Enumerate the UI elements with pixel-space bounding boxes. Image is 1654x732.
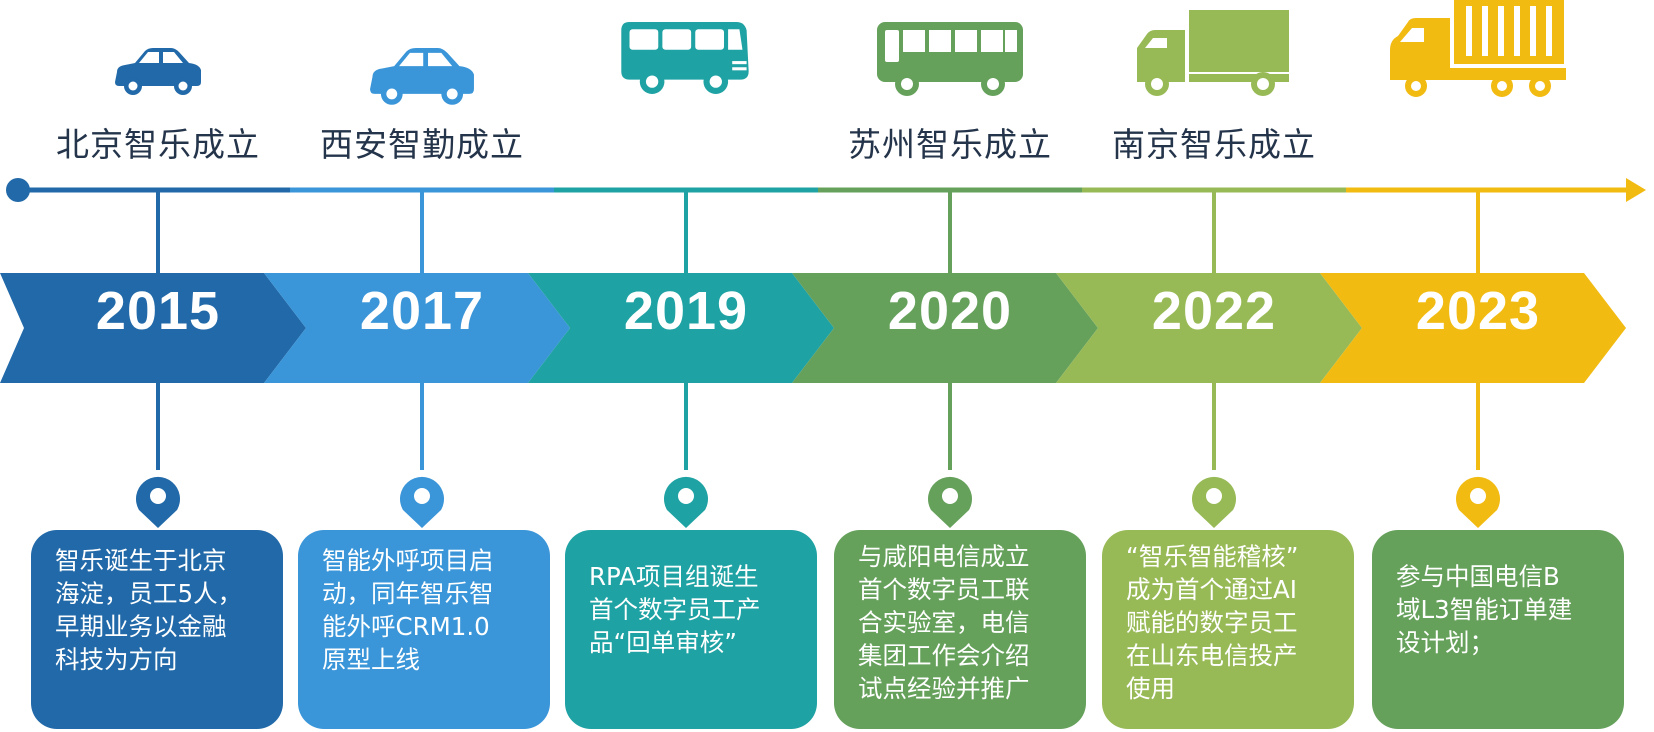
- year-label: 2017: [359, 281, 485, 341]
- connector-line: [684, 190, 688, 273]
- card-line: 能外呼CRM1.0: [322, 612, 490, 641]
- card-line: 品“回单审核”: [589, 628, 737, 657]
- card-line: 海淀，员工5人，: [55, 579, 243, 608]
- chevron-band: [792, 273, 1098, 383]
- card-line: 使用: [1126, 674, 1175, 703]
- card-line: 首个数字员工产: [589, 595, 761, 624]
- connector-line: [1212, 383, 1216, 470]
- timeline-arrowhead: [1626, 178, 1646, 202]
- location-pin-dot: [942, 488, 958, 504]
- milestone-card: 与咸阳电信成立 首个数字员工联 合实验室，电信 集团工作会介绍 试点经验并推广: [834, 530, 1086, 729]
- year-label: 2015: [95, 281, 221, 341]
- chevron-band: [264, 273, 570, 383]
- year-label: 2020: [887, 281, 1013, 341]
- card-line: 原型上线: [322, 645, 420, 674]
- timeline-line-segment: [1346, 187, 1628, 193]
- bus-icon: [877, 22, 1023, 96]
- location-pin-dot: [1470, 488, 1486, 504]
- connector-line: [156, 190, 160, 273]
- car-icon: [115, 48, 201, 95]
- milestone-title: 苏州智乐成立: [848, 125, 1052, 164]
- location-pin-dot: [150, 488, 166, 504]
- card-line: RPA项目组诞生: [589, 562, 759, 591]
- card-line: 合实验室，电信: [858, 608, 1030, 637]
- year-label: 2019: [623, 281, 749, 341]
- card-line: 试点经验并推广: [858, 674, 1030, 703]
- timeline-line-segment: [18, 187, 290, 193]
- chevron-band: [0, 273, 306, 383]
- connector-line: [420, 383, 424, 470]
- milestone-card: 智能外呼项目启 动，同年智乐智 能外呼CRM1.0 原型上线: [298, 530, 550, 729]
- connector-line: [948, 383, 952, 470]
- card-line: 集团工作会介绍: [858, 641, 1030, 670]
- card-line: 域L3智能订单建: [1396, 595, 1573, 624]
- year-label: 2022: [1151, 281, 1277, 341]
- location-pin-dot: [678, 488, 694, 504]
- card-line: 在山东电信投产: [1126, 641, 1298, 670]
- milestone-card: 参与中国电信B 域L3智能订单建 设计划；: [1372, 530, 1624, 729]
- card-line: 智能外呼项目启: [322, 546, 494, 575]
- card-line: 科技为方向: [55, 645, 178, 674]
- card-line: 早期业务以金融: [55, 612, 227, 641]
- card-line: 智乐诞生于北京: [55, 546, 227, 575]
- milestone-title: 北京智乐成立: [56, 125, 260, 164]
- card-line: 成为首个通过AI: [1126, 575, 1297, 604]
- connector-line: [1476, 190, 1480, 273]
- chevron-band: [528, 273, 834, 383]
- milestone-title: 西安智勤成立: [320, 125, 524, 164]
- truck-icon: [1137, 10, 1289, 96]
- chevron-band: [1056, 273, 1362, 383]
- container-truck-icon: [1390, 0, 1566, 97]
- card-line: 动，同年智乐智: [322, 579, 494, 608]
- connector-line: [1476, 383, 1480, 470]
- location-pin-dot: [414, 488, 430, 504]
- card-line: 赋能的数字员工: [1126, 608, 1298, 637]
- car-icon: [370, 48, 474, 105]
- connector-line: [948, 190, 952, 273]
- year-label: 2023: [1415, 281, 1541, 341]
- chevron-band: [1320, 273, 1626, 383]
- van-icon: [621, 22, 749, 94]
- card-line: 与咸阳电信成立: [858, 542, 1030, 571]
- card-line: 首个数字员工联: [858, 575, 1030, 604]
- connector-line: [684, 383, 688, 470]
- connector-line: [420, 190, 424, 273]
- location-pin-dot: [1206, 488, 1222, 504]
- connector-line: [1212, 190, 1216, 273]
- card-line: “智乐智能稽核”: [1126, 542, 1299, 571]
- milestone-card: 智乐诞生于北京 海淀，员工5人， 早期业务以金融 科技为方向: [31, 530, 283, 729]
- milestone-card: RPA项目组诞生 首个数字员工产 品“回单审核”: [565, 530, 817, 729]
- milestone-title: 南京智乐成立: [1112, 125, 1316, 164]
- milestone-card: “智乐智能稽核” 成为首个通过AI 赋能的数字员工 在山东电信投产 使用: [1102, 530, 1354, 729]
- card-line: 设计划；: [1396, 628, 1494, 657]
- connector-line: [156, 383, 160, 470]
- card-line: 参与中国电信B: [1396, 562, 1560, 591]
